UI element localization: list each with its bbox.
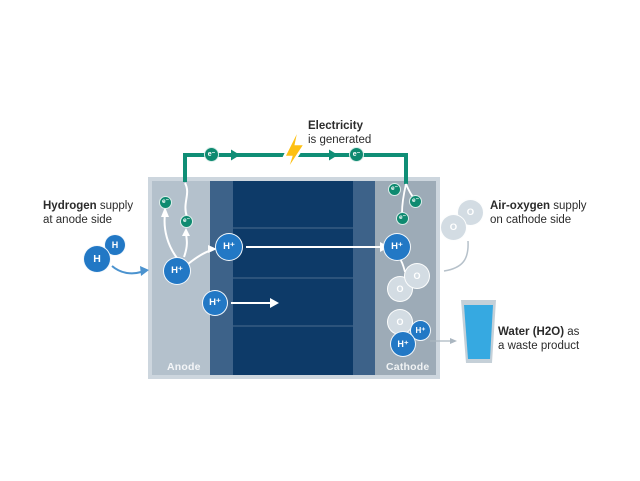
electron: e⁻ [204,147,219,162]
membrane [233,181,353,375]
proton-arrow-short-head [270,298,279,308]
proton: H⁺ [163,257,191,285]
current-arrowhead-left [231,149,240,161]
electricity-label-line2: is generated [308,134,372,146]
water-waste-label: Water (H2O) as a waste product [498,326,580,352]
hydrogen-atom: H [104,234,126,256]
electron-path-anode-1 [163,213,178,259]
proton: H⁺ [410,320,431,341]
electron-path-cathode-2 [401,183,407,214]
electron-arrowhead-1 [161,207,169,217]
proton: H⁺ [383,233,411,261]
current-arrowhead-right [329,149,338,161]
hydrogen-atom: H [83,245,111,273]
lightning-bolt-icon [281,124,308,174]
electron: e⁻ [388,183,401,196]
cathode-label: Cathode [386,361,430,373]
hydrogen-supply-label: Hydrogen supply at anode side [43,200,134,226]
electron-path-to-circuit [184,182,189,218]
anode-electrode [210,181,233,375]
oxygen-atom: O [387,309,413,335]
electron: e⁻ [396,212,409,225]
proton: H⁺ [215,233,243,261]
water-out-arrowhead [450,338,457,344]
hydrogen-supply-arrowhead [140,266,149,276]
electron-path-anode-2 [183,233,188,258]
anode-label: Anode [167,361,201,373]
proton: H⁺ [202,290,228,316]
water-in-glass [464,305,493,359]
cathode-electrode [353,181,375,375]
membrane-divider [233,277,353,279]
proton-arrowhead [208,245,217,253]
electron: e⁻ [159,196,172,209]
membrane-divider [233,227,353,229]
electron: e⁻ [180,215,193,228]
membrane-divider [233,325,353,327]
proton: H⁺ [390,331,416,357]
oxygen-atom: O [440,214,467,241]
air-oxygen-supply-label: Air-oxygen supply on cathode side [490,200,587,226]
electron: e⁻ [349,147,364,162]
electricity-label-line1: Electricity [308,120,363,132]
electricity-label: Electricity is generated [308,119,371,147]
electron-arrowhead-2 [182,228,190,236]
oxygen-supply-curve [443,240,469,272]
oxygen-atom: O [404,263,430,289]
electron: e⁻ [409,195,422,208]
hydrogen-supply-arrow [111,265,142,275]
